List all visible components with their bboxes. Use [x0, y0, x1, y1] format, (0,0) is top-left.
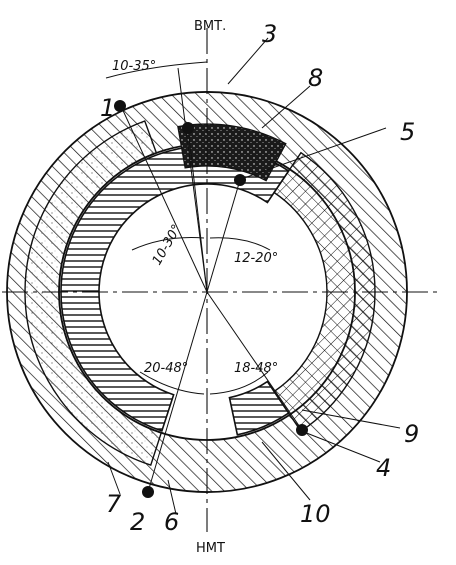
radial-lines: [119, 67, 303, 493]
angle-top-offset: 10-35°: [112, 59, 156, 74]
leader-lines: [107, 37, 401, 515]
point-2: [142, 486, 154, 498]
angle-upper-right: 12-20°: [234, 251, 278, 266]
marker-1: 1: [100, 94, 115, 122]
marker-4: 4: [376, 454, 391, 482]
marker-5: 5: [400, 118, 415, 146]
point-1: [114, 100, 126, 112]
point-5: [234, 174, 246, 186]
marker-3: 3: [262, 20, 277, 48]
marker-9: 9: [404, 420, 419, 448]
point-4: [296, 424, 308, 436]
angle-arcs: [105, 61, 271, 395]
marker-7: 7: [106, 490, 122, 518]
marker-2: 2: [130, 508, 145, 536]
angle-lower-left: 20-48°: [144, 361, 188, 376]
marker-10: 10: [300, 500, 331, 528]
dotted-zone-7: [24, 120, 163, 466]
marker-6: 6: [164, 508, 179, 536]
marker-8: 8: [308, 64, 323, 92]
top-dead-centre-label: ВМТ.: [194, 19, 226, 34]
point-3-start: [182, 122, 194, 134]
timing-points: [114, 100, 308, 498]
angle-upper-left: 10-30°: [150, 222, 185, 268]
angle-lower-right: 18-48°: [234, 361, 278, 376]
bottom-dead-centre-label: НМТ: [196, 541, 225, 556]
